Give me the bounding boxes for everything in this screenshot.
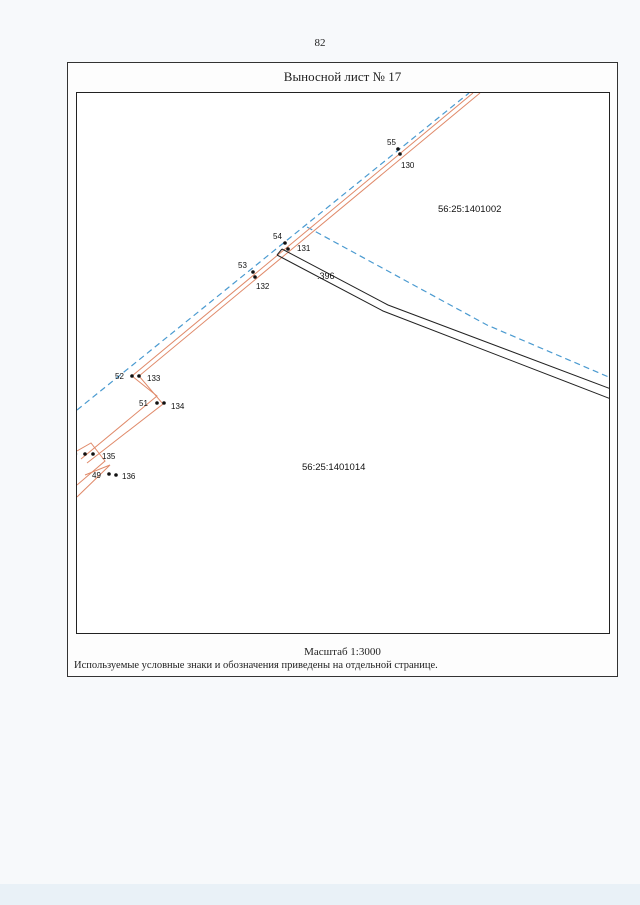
point-label: 52 <box>115 372 124 381</box>
blue-dashed-boundary <box>77 93 470 411</box>
road-start-tick <box>276 248 283 256</box>
point-label: 0 <box>77 450 78 459</box>
orange-boundary-c <box>77 464 111 498</box>
scan-bottom-band <box>0 884 640 905</box>
point-label: 131 <box>297 244 311 253</box>
survey-sheet: Выносной лист № 17 <box>67 62 618 677</box>
page-number: 82 <box>314 37 326 49</box>
point-label: 135 <box>102 452 116 461</box>
survey-point <box>155 401 159 405</box>
sheet-title: Выносной лист № 17 <box>283 69 402 84</box>
segment-label: .396 <box>317 271 335 281</box>
point-label: 130 <box>401 161 415 170</box>
survey-point <box>83 452 87 456</box>
cadastral-map: 55 130 54 131 53 132 52 133 51 134 0 135… <box>77 93 609 498</box>
survey-point <box>253 275 257 279</box>
map-frame: 55 130 54 131 53 132 52 133 51 134 0 135… <box>76 92 610 634</box>
survey-point <box>114 473 118 477</box>
point-label: 51 <box>139 399 148 408</box>
legend-note: Используемые условные знаки и обозначени… <box>74 660 438 671</box>
survey-point <box>251 270 255 274</box>
survey-point <box>286 247 290 251</box>
point-label: 54 <box>273 232 282 241</box>
parcel-label-north: 56:25:1401002 <box>438 204 501 215</box>
orange-boundary-a <box>80 93 474 460</box>
point-label: 49 <box>92 471 101 480</box>
point-label: 133 <box>147 374 161 383</box>
survey-point <box>130 374 134 378</box>
survey-point <box>137 374 141 378</box>
parcel-label-south: 56:25:1401014 <box>302 462 365 473</box>
scale-text: Масштаб 1:3000 <box>304 646 381 658</box>
point-label: 132 <box>256 282 270 291</box>
point-label: 134 <box>171 402 185 411</box>
survey-point <box>162 401 166 405</box>
point-label: 53 <box>238 261 247 270</box>
blue-dashed-boundary-east <box>306 226 609 378</box>
survey-point <box>283 241 287 245</box>
road-line-upper <box>281 248 609 389</box>
survey-point <box>396 147 400 151</box>
survey-point <box>107 472 111 476</box>
point-label: 55 <box>387 138 396 147</box>
road-line-lower <box>276 254 609 399</box>
orange-boundary-b <box>86 93 481 464</box>
point-label: 136 <box>122 472 136 481</box>
survey-point <box>91 452 95 456</box>
survey-point <box>398 152 402 156</box>
